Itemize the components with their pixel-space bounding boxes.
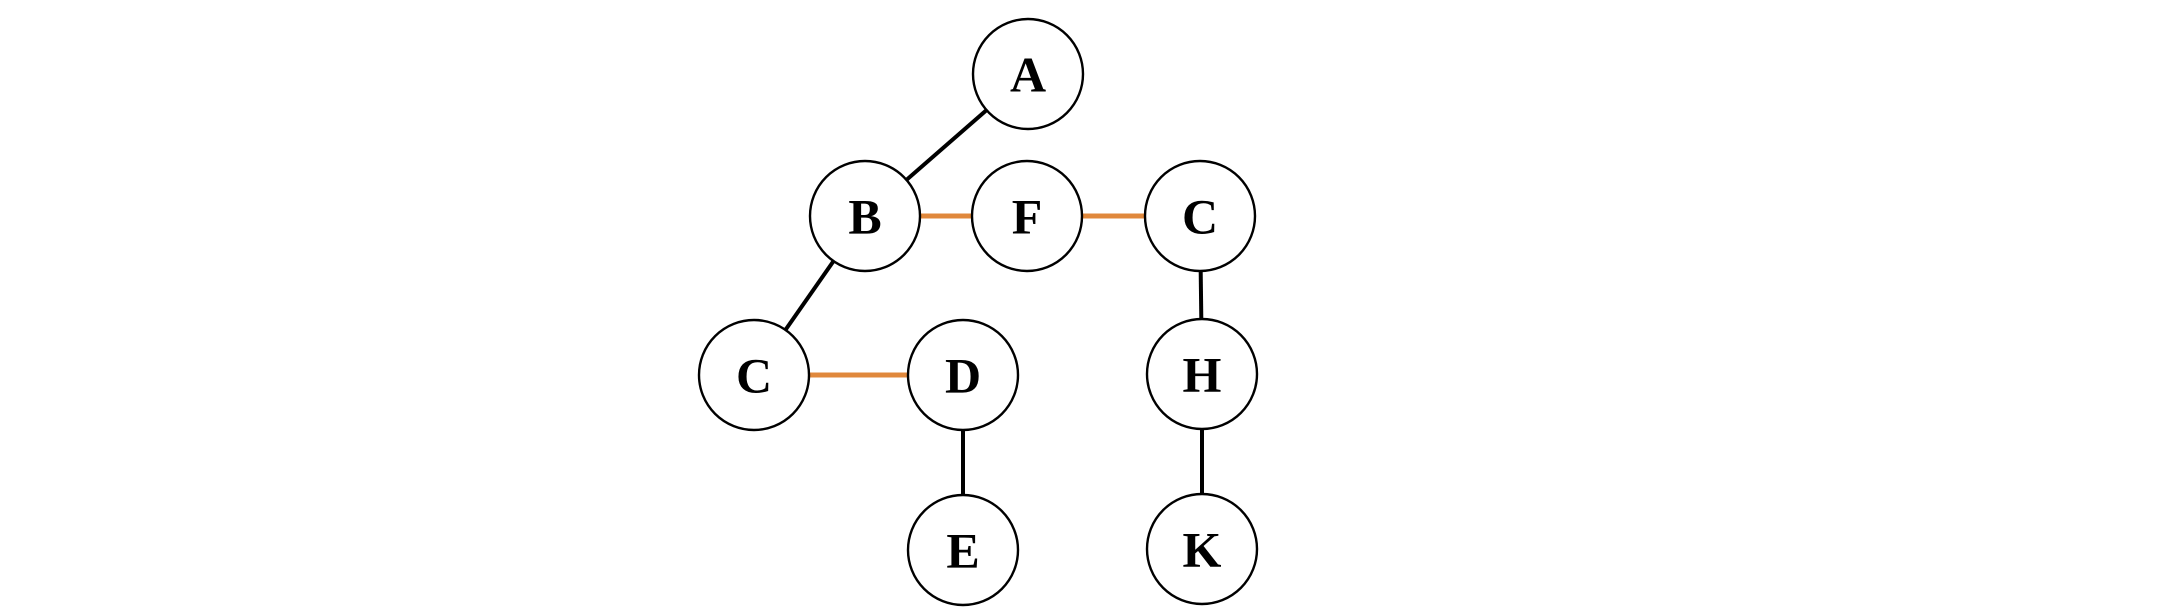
graph-node-C-top: C <box>1143 159 1257 273</box>
graph-node-C-left: C <box>697 318 811 432</box>
node-circle-C-left <box>697 318 811 432</box>
node-circle-E <box>906 493 1020 607</box>
node-label-E: E <box>946 523 979 579</box>
node-circle-B <box>808 159 922 273</box>
graph-node-E: E <box>906 493 1020 607</box>
node-circle-K <box>1145 492 1259 606</box>
graph-node-D: D <box>906 318 1020 432</box>
graph-node-H: H <box>1145 317 1259 431</box>
graph-node-F: F <box>970 159 1084 273</box>
node-circle-F <box>970 159 1084 273</box>
node-circle-A <box>971 17 1085 131</box>
node-label-H: H <box>1183 347 1222 403</box>
graph-node-K: K <box>1145 492 1259 606</box>
graph-node-B: B <box>808 159 922 273</box>
node-circle-C-top <box>1143 159 1257 273</box>
node-label-C-top: C <box>1182 189 1218 245</box>
node-circle-H <box>1145 317 1259 431</box>
graph-node-A: A <box>971 17 1085 131</box>
node-label-C-left: C <box>736 348 772 404</box>
node-label-K: K <box>1183 522 1222 578</box>
node-label-B: B <box>848 189 881 245</box>
node-circle-D <box>906 318 1020 432</box>
node-label-F: F <box>1012 189 1043 245</box>
node-label-A: A <box>1010 47 1046 103</box>
node-label-D: D <box>945 348 981 404</box>
